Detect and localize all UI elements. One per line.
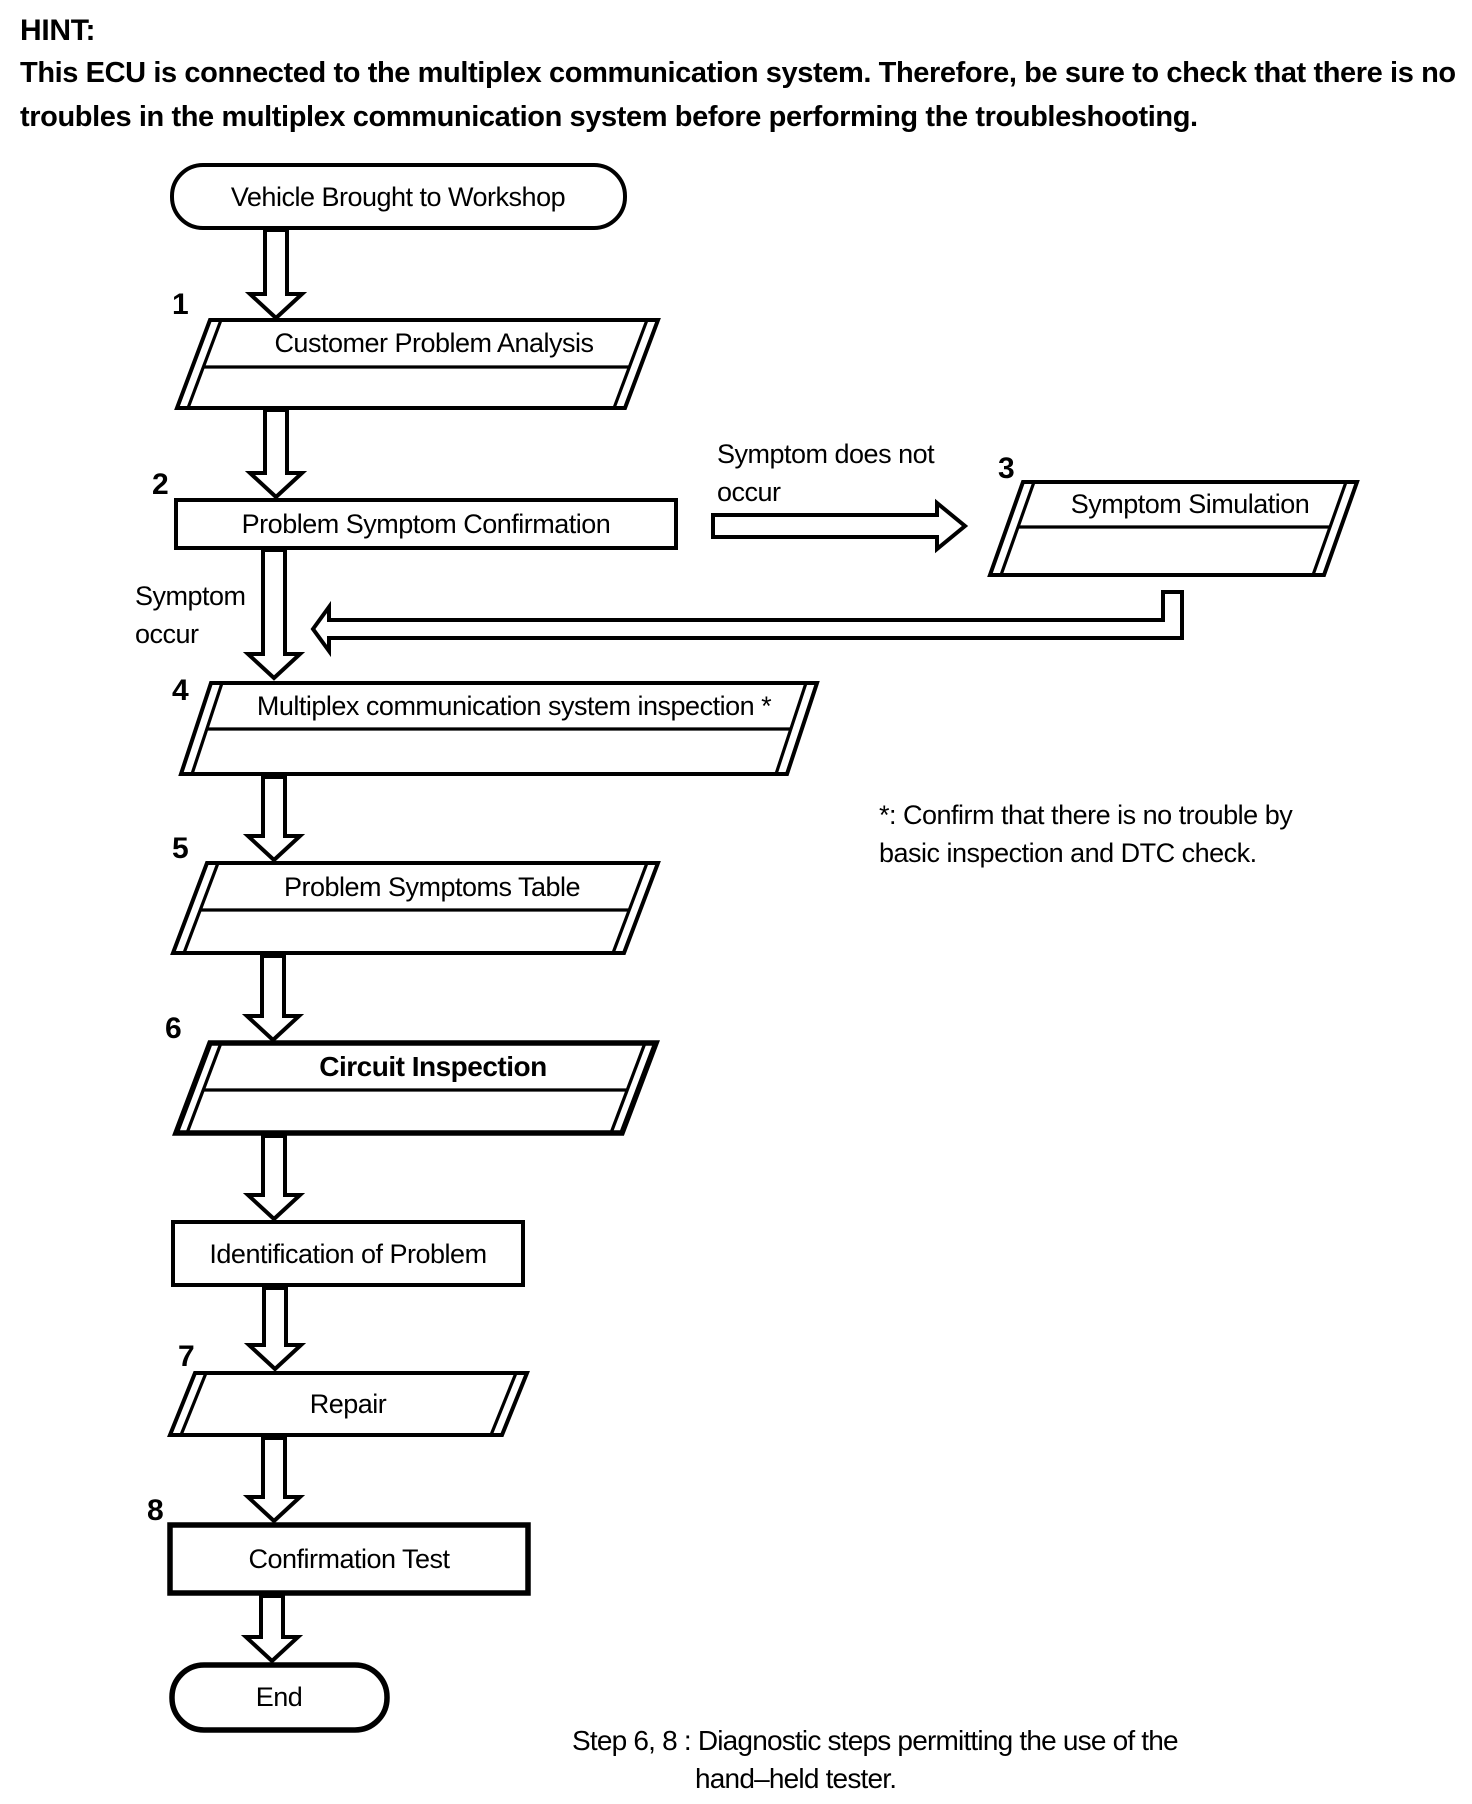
caption-line2: hand–held tester.	[695, 1763, 896, 1794]
step-8-rect: 8 Confirmation Test	[147, 1494, 531, 1596]
hint-block: HINT: This ECU is connected to the multi…	[20, 14, 1456, 133]
step-1-shape	[174, 318, 661, 410]
arrow-step7-to-step8	[242, 1436, 306, 1524]
step-5-left-stripe	[182, 862, 220, 954]
step-5-shape	[170, 861, 661, 955]
step-7-right-stripe	[489, 1372, 518, 1436]
arrow-step3-return	[310, 590, 1184, 658]
step-6-parallelogram: 6 Circuit Inspection	[165, 1012, 660, 1136]
arrow-step8-to-end	[240, 1594, 304, 1664]
branch-label-symptom-does-not-occur: Symptom does not occur	[717, 439, 936, 507]
step-1-left-stripe	[186, 319, 223, 409]
branch-label-symptom-occur: Symptom occur	[135, 581, 246, 649]
step-1-number: 1	[172, 288, 189, 321]
arrow-step2-to-step3	[711, 498, 969, 554]
arrow-start-to-step1	[244, 228, 308, 321]
end-terminator: End	[169, 1662, 390, 1733]
hint-title: HINT:	[20, 14, 95, 47]
step-2-rect: 2 Problem Symptom Confirmation	[152, 468, 678, 550]
arrow-step1-to-step2	[244, 408, 308, 500]
arrow-step5-to-step6	[241, 954, 305, 1043]
identification-label: Identification of Problem	[209, 1239, 486, 1269]
step-8-number: 8	[147, 1494, 164, 1527]
step-3-label: Symptom Simulation	[1071, 489, 1310, 519]
start-terminator-label: Vehicle Brought to Workshop	[231, 182, 565, 212]
step-6-number: 6	[165, 1012, 182, 1045]
step-1-parallelogram: 1 Customer Problem Analysis	[172, 288, 661, 410]
footnote-line1: *: Confirm that there is no trouble by	[879, 800, 1293, 830]
step-3-parallelogram: 3 Symptom Simulation	[987, 452, 1360, 577]
end-terminator-label: End	[256, 1682, 303, 1712]
arrow-step6-to-identification	[242, 1134, 306, 1222]
step-7-number: 7	[178, 1340, 195, 1373]
step-7-left-stripe	[179, 1372, 208, 1436]
step-1-right-stripe	[612, 319, 649, 409]
branch-down-label-line1: Symptom	[135, 581, 246, 611]
step-2-number: 2	[152, 468, 169, 501]
start-terminator-shape	[170, 163, 627, 230]
step-5-parallelogram: 5 Problem Symptoms Table	[170, 832, 661, 955]
step-4-parallelogram: 4 Multiplex communication system inspect…	[172, 674, 820, 776]
step-6-shape	[172, 1040, 660, 1136]
step-4-label: Multiplex communication system inspectio…	[257, 691, 772, 721]
step-3-left-stripe	[999, 481, 1036, 576]
step-2-label: Problem Symptom Confirmation	[242, 509, 611, 539]
identification-shape	[171, 1220, 525, 1287]
hint-text-line1: This ECU is connected to the multiplex c…	[20, 57, 1456, 89]
step-1-label: Customer Problem Analysis	[274, 328, 593, 358]
step-7-label: Repair	[310, 1389, 387, 1419]
arrow-identification-to-step7	[243, 1286, 307, 1372]
footnote-text: *: Confirm that there is no trouble by b…	[879, 800, 1294, 868]
step-5-right-stripe	[611, 862, 649, 954]
step-2-shape	[174, 498, 678, 550]
step-5-number: 5	[172, 832, 189, 865]
identification-rect: Identification of Problem	[171, 1220, 525, 1287]
step-6-right-stripe	[609, 1042, 647, 1134]
end-terminator-shape	[169, 1662, 390, 1733]
hint-text-line2: troubles in the multiplex communication …	[20, 101, 1198, 133]
step-6-label: Circuit Inspection	[319, 1051, 546, 1082]
step-4-number: 4	[172, 674, 189, 707]
step-5-label: Problem Symptoms Table	[284, 872, 580, 902]
caption-text: Step 6, 8 : Diagnostic steps permitting …	[572, 1725, 1179, 1794]
start-terminator: Vehicle Brought to Workshop	[170, 163, 627, 230]
caption-line1: Step 6, 8 : Diagnostic steps permitting …	[572, 1725, 1178, 1756]
step-6-left-stripe	[185, 1042, 223, 1134]
step-3-number: 3	[998, 452, 1015, 485]
step-8-label: Confirmation Test	[248, 1544, 450, 1574]
branch-down-label-line2: occur	[135, 619, 199, 649]
branch-right-label-line2: occur	[717, 477, 781, 507]
arrow-step2-to-step4	[242, 548, 306, 681]
arrow-step4-to-step5	[242, 775, 306, 863]
step-8-shape	[167, 1522, 531, 1596]
branch-right-label-line1: Symptom does not	[717, 439, 935, 469]
step-7-parallelogram: 7 Repair	[167, 1340, 530, 1437]
footnote-line2: basic inspection and DTC check.	[879, 838, 1257, 868]
step-7-shape	[167, 1371, 530, 1437]
